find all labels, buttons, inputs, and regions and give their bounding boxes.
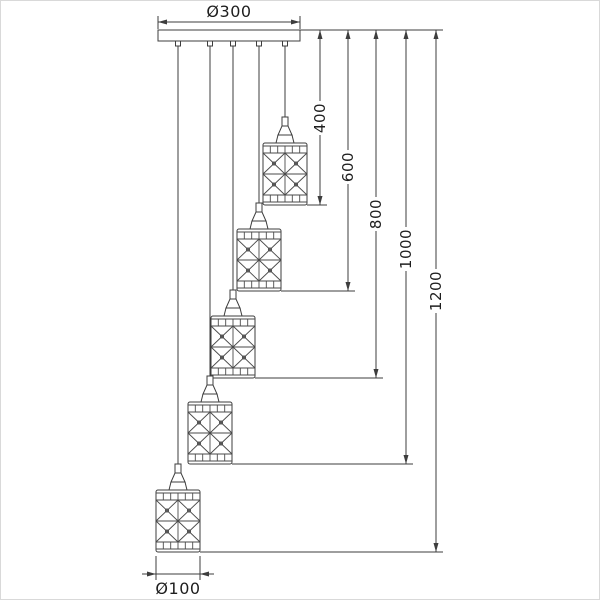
arrow-right-icon [291,19,300,25]
pendant-lamp-1 [262,116,308,206]
shade-diameter-label: Ø100 [155,579,200,598]
drop-label-600: 600 [339,152,357,182]
drop-label-800: 800 [367,199,385,229]
drop-dimension-1200: 1200 [200,30,445,553]
drop-dimensions: 400 600 800 1000 [200,29,445,553]
plate-diameter-label: Ø300 [206,2,251,21]
pendant-lamp-5 [155,463,201,553]
drop-label-400: 400 [311,103,329,133]
pendant-lamps [155,116,308,553]
shade-diameter-dimension: Ø100 [142,556,214,598]
plate-diameter-dimension: Ø300 [157,2,301,29]
drop-label-1200: 1200 [427,271,445,311]
ceiling-plate [157,29,301,47]
pendant-lamp-2 [236,202,282,292]
drop-label-1000: 1000 [397,229,415,269]
drop-dimension-1000: 1000 [232,30,415,465]
suspension-cords [177,46,286,464]
drop-dimension-400: 400 [307,30,329,206]
arrow-left-icon [158,19,167,25]
arrow-right-icon [147,571,156,577]
arrow-left-icon [200,571,209,577]
drop-dimension-600: 600 [281,30,357,292]
pendant-lamp-4 [187,375,233,465]
drop-dimension-800: 800 [255,30,385,379]
pendant-lamp-3 [210,289,256,379]
